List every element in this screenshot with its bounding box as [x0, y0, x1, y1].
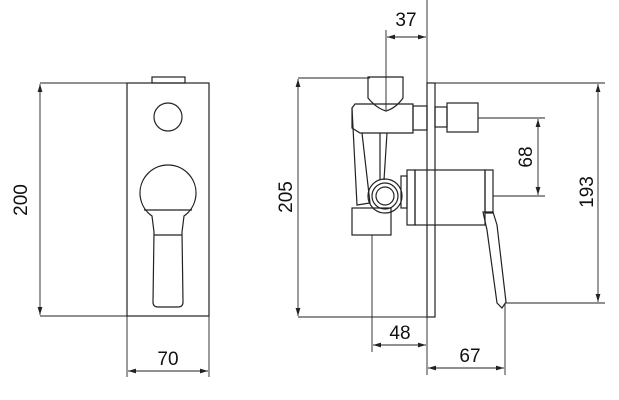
dimension-label-37: 37: [395, 10, 416, 31]
front-view: 200 70: [11, 76, 210, 377]
side-view: 205 37 193 68 48 67: [276, 0, 605, 375]
inlet-fitting: [367, 178, 403, 214]
diverter-knob-top: [151, 76, 186, 84]
valve-body-upper: [351, 103, 414, 134]
valve-arm: [351, 107, 371, 206]
lever-handle: [139, 164, 197, 308]
cartridge-flange: [406, 169, 416, 226]
dimension-label-200: 200: [11, 184, 32, 216]
side-lever: [482, 211, 507, 309]
dimension-label-205: 205: [276, 181, 297, 213]
wall-plate: [426, 82, 436, 318]
cartridge-body: [414, 169, 486, 226]
outlet-connector: [434, 106, 448, 128]
dimension-label-48: 48: [389, 323, 410, 344]
outlet-block: [446, 102, 479, 133]
cover-plate: [126, 82, 210, 317]
valve-base-block: [351, 207, 392, 236]
lever-ring: [484, 169, 494, 214]
dimension-label-68: 68: [516, 146, 537, 167]
diverter-button: [153, 102, 183, 132]
dimension-label-193: 193: [577, 176, 598, 208]
dimension-label-67: 67: [459, 346, 480, 367]
dimension-label-70: 70: [157, 349, 178, 370]
diverter-knob: [367, 76, 404, 112]
